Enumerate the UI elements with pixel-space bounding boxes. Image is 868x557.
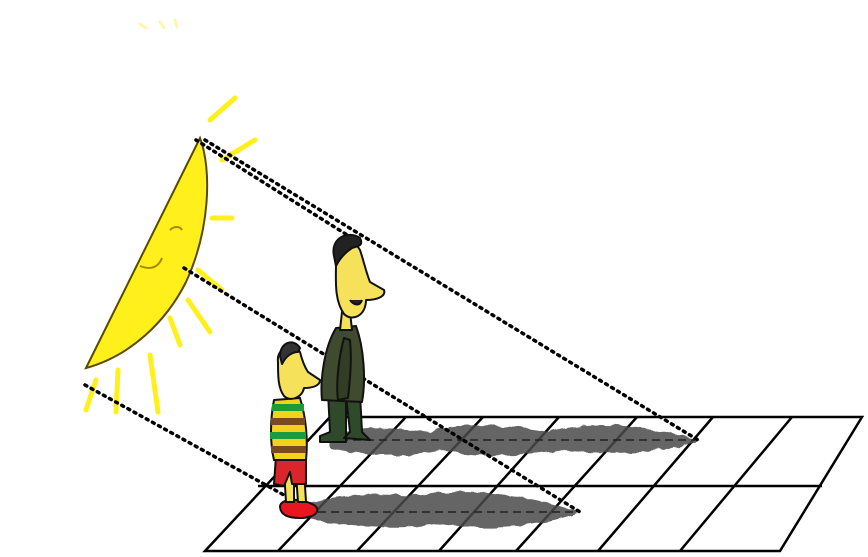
sun-disc xyxy=(86,138,207,368)
ray-top xyxy=(205,140,698,440)
sun xyxy=(86,138,207,368)
child-shadow xyxy=(300,492,580,527)
ray-middle xyxy=(184,268,580,512)
tall-man-figure xyxy=(320,235,384,442)
ray-bottom xyxy=(85,385,302,505)
ray-upper xyxy=(196,140,360,243)
faint-sun-marks xyxy=(140,20,177,28)
